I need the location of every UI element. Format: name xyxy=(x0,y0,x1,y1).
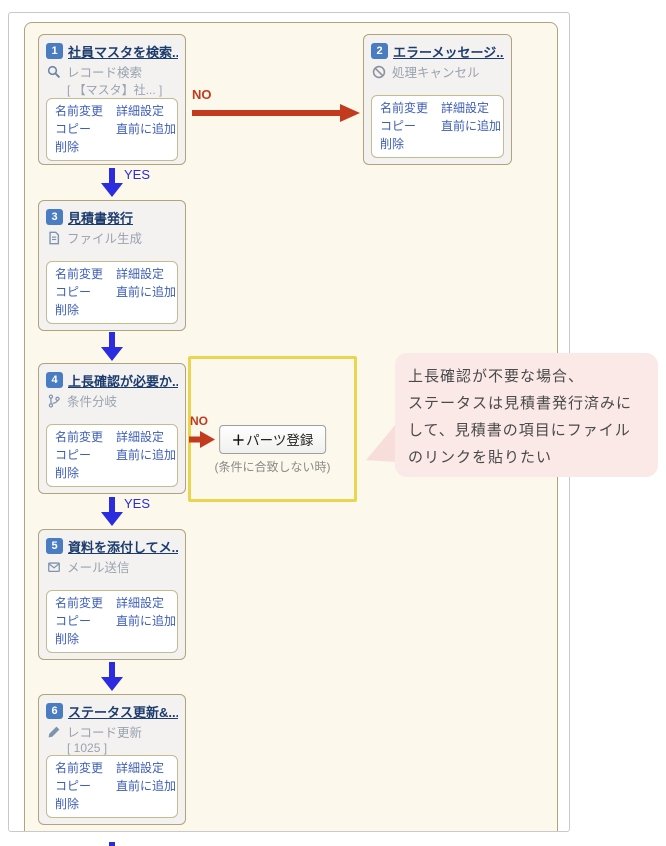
copy-link[interactable]: コピー xyxy=(55,122,92,136)
delete-link[interactable]: 削除 xyxy=(55,632,80,646)
step-title-link[interactable]: ステータス更新&... xyxy=(68,704,178,720)
note-bubble: 上長確認が不要な場合、 ステータスは見積書発行済みに して、見積書の項目にファイ… xyxy=(395,353,658,477)
step-type-label: 条件分岐 xyxy=(67,395,118,409)
step-type-label: ファイル生成 xyxy=(67,232,143,246)
flow-step-card-1: 1 社員マスタを検索... レコード検索 [ 【マスタ】社... ] 名前変更 … xyxy=(38,34,186,165)
copy-link[interactable]: コピー xyxy=(55,448,92,462)
step-number-badge: 3 xyxy=(46,209,63,225)
add-part-button[interactable]: ＋パーツ登録 xyxy=(218,425,327,454)
flow-step-card-2: 2 エラーメッセージ... 処理キャンセル 名前変更 詳細設定 コピー 直前に追… xyxy=(363,34,512,165)
cancel-icon xyxy=(371,65,386,79)
flow-step-card-3: 3 見積書発行 ファイル生成 名前変更 詳細設定 コピー 直前に追加 削除 xyxy=(38,200,186,331)
rename-link[interactable]: 名前変更 xyxy=(55,430,104,444)
card-action-menu: 名前変更 詳細設定 コピー 直前に追加 削除 xyxy=(371,95,504,158)
card-action-menu: 名前変更 詳細設定 コピー 直前に追加 削除 xyxy=(46,261,178,324)
step-type-label: メール送信 xyxy=(67,561,130,575)
detail-settings-link[interactable]: 詳細設定 xyxy=(441,101,490,115)
yes-arrow xyxy=(101,168,123,197)
step-detail-label: [ 【マスタ】社... ] xyxy=(67,83,163,97)
step-type-label: 処理キャンセル xyxy=(392,66,480,80)
step-title-link[interactable]: エラーメッセージ... xyxy=(393,44,504,60)
down-arrow xyxy=(101,332,123,361)
plus-icon: ＋ xyxy=(231,433,246,448)
delete-link[interactable]: 削除 xyxy=(380,137,405,151)
step-title-link[interactable]: 上長確認が必要か... xyxy=(68,373,178,389)
detail-settings-link[interactable]: 詳細設定 xyxy=(116,596,165,610)
copy-link[interactable]: コピー xyxy=(55,614,92,628)
insert-before-link[interactable]: 直前に追加 xyxy=(116,285,177,299)
insert-part-dropzone: ＋パーツ登録 (条件に合致しない時) xyxy=(188,356,357,502)
rename-link[interactable]: 名前変更 xyxy=(55,761,104,775)
step-number-badge: 4 xyxy=(46,372,63,388)
file-icon xyxy=(46,231,61,245)
no-branch-label: NO xyxy=(190,414,208,428)
step-title-link[interactable]: 見積書発行 xyxy=(68,210,134,226)
yes-arrow xyxy=(101,497,123,526)
detail-settings-link[interactable]: 詳細設定 xyxy=(116,430,165,444)
dropzone-caption: (条件に合致しない時) xyxy=(214,460,331,474)
no-arrow-short xyxy=(189,431,215,448)
yes-branch-label: YES xyxy=(124,167,151,182)
step-number-badge: 1 xyxy=(46,43,63,59)
delete-link[interactable]: 削除 xyxy=(55,140,80,154)
flow-step-card-4: 4 上長確認が必要か... 条件分岐 名前変更 詳細設定 コピー 直前に追加 削… xyxy=(38,363,186,494)
edit-icon xyxy=(46,725,61,739)
delete-link[interactable]: 削除 xyxy=(55,797,80,811)
detail-settings-link[interactable]: 詳細設定 xyxy=(116,761,165,775)
flow-step-card-5: 5 資料を添付してメ... メール送信 名前変更 詳細設定 コピー 直前に追加 … xyxy=(38,529,186,660)
copy-link[interactable]: コピー xyxy=(55,779,92,793)
down-arrow xyxy=(101,662,123,691)
card-action-menu: 名前変更 詳細設定 コピー 直前に追加 削除 xyxy=(46,590,178,653)
mail-icon xyxy=(46,560,61,574)
insert-before-link[interactable]: 直前に追加 xyxy=(116,614,177,628)
step-type-label: レコード更新 xyxy=(67,726,143,740)
yes-branch-label: YES xyxy=(124,496,151,511)
search-icon xyxy=(46,65,61,79)
card-action-menu: 名前変更 詳細設定 コピー 直前に追加 削除 xyxy=(46,424,178,487)
insert-before-link[interactable]: 直前に追加 xyxy=(116,122,177,136)
no-arrow xyxy=(192,104,360,122)
step-number-badge: 6 xyxy=(46,703,63,719)
rename-link[interactable]: 名前変更 xyxy=(55,104,104,118)
detail-settings-link[interactable]: 詳細設定 xyxy=(116,104,165,118)
copy-link[interactable]: コピー xyxy=(55,285,92,299)
step-type-label: レコード検索 xyxy=(67,66,143,80)
card-action-menu: 名前変更 詳細設定 コピー 直前に追加 削除 xyxy=(46,98,178,161)
step-title-link[interactable]: 資料を添付してメ... xyxy=(68,539,178,555)
step-number-badge: 2 xyxy=(371,43,388,59)
branch-icon xyxy=(46,393,61,408)
step-title-link[interactable]: 社員マスタを検索... xyxy=(68,44,178,60)
flow-step-card-6: 6 ステータス更新&... レコード更新 [ 1025 ] 名前変更 詳細設定 … xyxy=(38,694,186,825)
insert-before-link[interactable]: 直前に追加 xyxy=(441,119,502,133)
insert-before-link[interactable]: 直前に追加 xyxy=(116,779,177,793)
card-action-menu: 名前変更 詳細設定 コピー 直前に追加 削除 xyxy=(46,755,178,818)
no-branch-label: NO xyxy=(192,87,212,102)
arrow-stub xyxy=(109,842,115,846)
delete-link[interactable]: 削除 xyxy=(55,466,80,480)
rename-link[interactable]: 名前変更 xyxy=(55,267,104,281)
insert-before-link[interactable]: 直前に追加 xyxy=(116,448,177,462)
delete-link[interactable]: 削除 xyxy=(55,303,80,317)
add-part-button-label: パーツ登録 xyxy=(246,433,314,448)
step-detail-label: [ 1025 ] xyxy=(67,741,108,755)
detail-settings-link[interactable]: 詳細設定 xyxy=(116,267,165,281)
rename-link[interactable]: 名前変更 xyxy=(55,596,104,610)
rename-link[interactable]: 名前変更 xyxy=(380,101,429,115)
copy-link[interactable]: コピー xyxy=(380,119,417,133)
step-number-badge: 5 xyxy=(46,538,63,554)
